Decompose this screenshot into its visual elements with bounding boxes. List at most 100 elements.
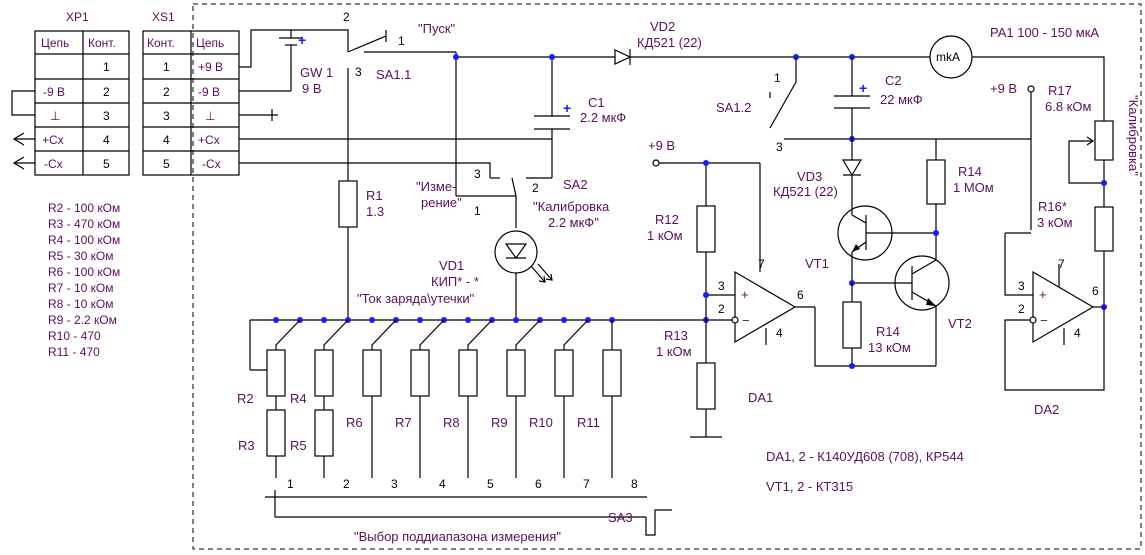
c1-value: 2.2 мкФ: [580, 110, 626, 125]
c1-ref: C1: [588, 95, 605, 110]
svg-text:7: 7: [1058, 257, 1065, 271]
resistor-list-item: R7 - 10 кОм: [48, 281, 114, 295]
resistor-bank: R2 R3 R4 R5 R6 R7 R8 R9 R10 R11: [237, 319, 622, 478]
vt1-label: VT1: [805, 256, 829, 271]
svg-text:1: 1: [287, 477, 294, 491]
r1-value: 1.3: [366, 204, 384, 219]
battery-value: 9 В: [302, 81, 322, 96]
led-vd1: VD1 КИП* - * "Ток заряда\утечки": [357, 230, 553, 320]
vd1-type: КИП* - *: [431, 274, 479, 289]
svg-text:3: 3: [474, 167, 481, 181]
svg-text:3: 3: [776, 140, 783, 154]
da2-ref: DA2: [1034, 402, 1059, 417]
svg-text:3: 3: [355, 65, 362, 79]
diode-vd2: VD2 КД521 (22): [614, 19, 930, 65]
svg-text:−: −: [742, 313, 750, 328]
xs1-cell: 1: [163, 60, 170, 74]
note-line: DA1, 2 - К140УД608 (708), КР544: [766, 449, 964, 464]
resistor-list-item: R9 - 2.2 кОм: [48, 313, 117, 327]
sa2-ref: SA2: [563, 177, 588, 192]
vd1-name: "Ток заряда\утечки": [357, 291, 475, 306]
svg-text:2: 2: [343, 10, 350, 24]
svg-text:4: 4: [1074, 326, 1081, 340]
calibration-network: +9 В R17 6.8 кОм "Калибровка" R16* 3 кОм: [990, 81, 1141, 307]
svg-text:2: 2: [718, 302, 725, 316]
da1-ref: DA1: [748, 390, 773, 405]
battery-ref: GW 1: [300, 65, 333, 80]
resistor-r1: R1 1.3: [338, 180, 384, 320]
svg-text:6: 6: [797, 288, 804, 302]
vd3-type: КД521 (22): [773, 184, 838, 199]
svg-text:+: +: [563, 100, 571, 116]
sa3-ref: SA3: [608, 510, 633, 525]
resistor-list-item: R11 - 470: [48, 345, 100, 359]
meter-pa1: mkA PA1 100 - 150 мкА: [929, 25, 1105, 121]
r17-ref: R17: [1048, 83, 1072, 98]
xp1-cell: 2: [103, 85, 110, 99]
measurement-bus: [249, 317, 735, 370]
xp1-cell: 3: [103, 109, 110, 123]
xp1-table: XP1 Цепь Конт. -9 В ⊥ +Cx -Cx 1 2 3 4 5: [34, 10, 130, 176]
vd2-type: КД521 (22): [637, 35, 702, 50]
battery-gw1: + GW 1 9 В: [279, 30, 333, 96]
r13-ref: R13: [664, 328, 688, 343]
svg-text:5: 5: [487, 477, 494, 491]
xp1-header-contact: Конт.: [88, 36, 116, 50]
sa2-pos-b2: 2.2 мкФ": [548, 215, 599, 230]
opamp-da1: + − 7 3 2 6 4 DA1: [718, 257, 936, 405]
xs1-title: XS1: [152, 10, 175, 24]
svg-text:6: 6: [1092, 284, 1099, 298]
notes: DA1, 2 - К140УД608 (708), КР544 VT1, 2 -…: [766, 449, 964, 494]
sa2-pos-b: "Калибровка: [533, 199, 610, 214]
r1-ref: R1: [366, 188, 383, 203]
bank-label: R5: [290, 438, 307, 453]
meter-symbol: mkA: [936, 50, 960, 64]
resistor-list-item: R10 - 470: [48, 329, 101, 343]
c2-ref: C2: [885, 73, 902, 88]
svg-text:+: +: [741, 287, 749, 302]
svg-text:3: 3: [391, 477, 398, 491]
xs1-cell: ⊥: [205, 109, 215, 123]
switch-sa2: 3 2 1 SA2 "Изме- рение" "Калибровка 2.2 …: [416, 139, 610, 230]
xs1-cell: 3: [163, 109, 170, 123]
svg-text:+: +: [859, 80, 867, 96]
vd2-ref: VD2: [650, 19, 675, 34]
pa1-ref: PA1 100 - 150 мкА: [990, 25, 1099, 40]
svg-text:4: 4: [439, 477, 446, 491]
svg-text:1: 1: [774, 71, 781, 85]
svg-text:6: 6: [535, 477, 542, 491]
input-wires: [239, 29, 552, 178]
xp1-header-circuit: Цепь: [41, 36, 69, 50]
svg-text:+: +: [1039, 287, 1047, 302]
resistor-list-item: R5 - 30 кОм: [48, 249, 114, 263]
svg-text:7: 7: [583, 477, 590, 491]
bank-label: R4: [290, 391, 307, 406]
resistor-list-item: R4 - 100 кОм: [48, 233, 120, 247]
r16-value: 3 кОм: [1037, 215, 1073, 230]
svg-text:−: −: [1040, 313, 1048, 328]
svg-text:4: 4: [776, 326, 783, 340]
xs1-cell: -9 В: [198, 85, 220, 99]
svg-text:2: 2: [343, 477, 350, 491]
r16-ref: R16*: [1038, 199, 1067, 214]
capacitor-c1: + C1 2.2 мкФ: [534, 95, 626, 130]
bank-label: R7: [395, 415, 412, 430]
xp1-cell: -9 В: [43, 85, 65, 99]
vd1-ref: VD1: [439, 258, 464, 273]
bank-label: R2: [237, 391, 254, 406]
xs1-cell: 4: [163, 133, 170, 147]
xs1-cell: -Cx: [202, 157, 221, 171]
bank-label: R6: [346, 415, 363, 430]
xs1-cell: +Cx: [198, 133, 220, 147]
resistor-list-item: R3 - 470 кОм: [48, 217, 120, 231]
bank-label: R11: [577, 415, 600, 430]
svg-text:2: 2: [1018, 302, 1025, 316]
switch-sa3: 1 2 3 4 5 6 7 8 SA3 "Выбор поддиапазона …: [265, 477, 672, 544]
resistor-list-item: R2 - 100 кОм: [48, 201, 120, 215]
svg-text:8: 8: [631, 477, 638, 491]
switch-sa1-2: 1 3 SA1.2: [716, 57, 1032, 154]
xp1-title: XP1: [66, 10, 89, 24]
sa1-1-ref: SA1.1: [376, 67, 411, 82]
switch-sa1-1: 2 1 3 "Пуск" SA1.1: [343, 10, 456, 181]
